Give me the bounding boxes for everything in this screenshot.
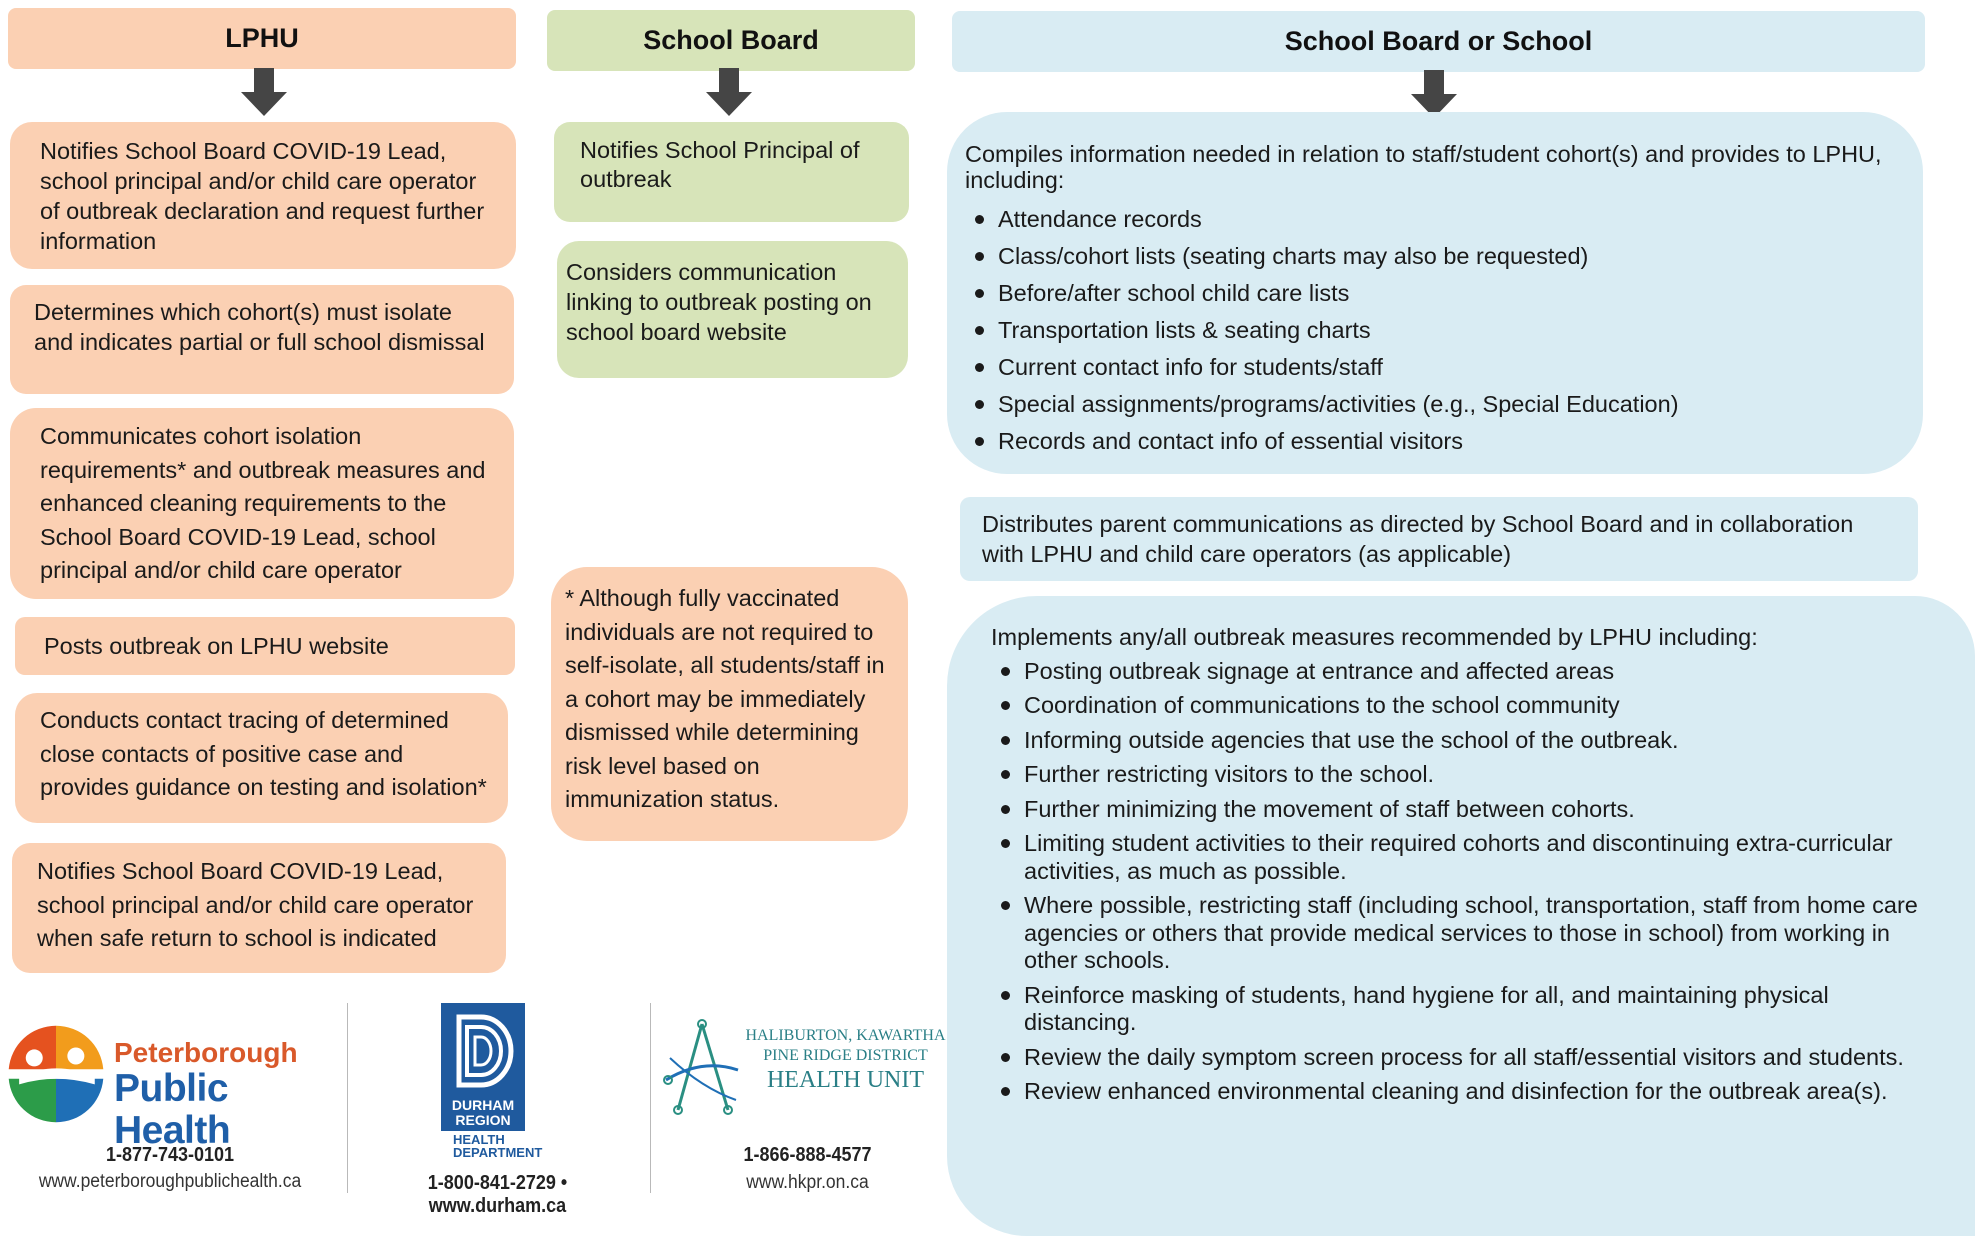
lphu-step-text: Conducts contact tracing of determined c… [40,707,487,800]
lphu-step-notify-outbreak: Notifies School Board COVID-19 Lead, sch… [10,122,516,269]
school-step-parent-communications: Distributes parent communications as dir… [960,497,1918,581]
peterborough-name: Peterborough Public Health [114,1038,354,1152]
bullet-item: Before/after school child care lists [965,275,1903,312]
bullet-item: Review the daily symptom screen process … [991,1044,1935,1072]
hkpr-phone: 1-866-888-4577 [743,1144,872,1166]
peterborough-name-line1: Peterborough [114,1037,298,1068]
school-header: School Board or School [952,11,1925,72]
school-step-implement-measures: Implements any/all outbreak measures rec… [947,596,1975,1236]
hkpr-logo-icon [663,1019,739,1115]
board-step-consider-communication: Considers communication linking to outbr… [557,241,908,378]
logo-divider [347,1003,348,1193]
bullet-item: Current contact info for students/staff [965,349,1903,386]
bullet-item: Where possible, restricting staff (inclu… [991,892,1935,975]
bullet-item: Posting outbreak signage at entrance and… [991,658,1935,686]
parent-comm-text: Distributes parent communications as dir… [982,511,1854,567]
lphu-step-safe-return: Notifies School Board COVID-19 Lead, sch… [12,843,506,973]
hkpr-line2: PINE RIDGE DISTRICT [763,1047,928,1064]
bullet-item: Further minimizing the movement of staff… [991,796,1935,824]
lphu-step-contact-tracing: Conducts contact tracing of determined c… [15,693,508,823]
bullet-item: Review enhanced environmental cleaning a… [991,1078,1935,1106]
durham-dept2: DEPARTMENT [453,1145,543,1160]
lphu-step-text: Determines which cohort(s) must isolate … [34,299,485,355]
lphu-step-post-outbreak: Posts outbreak on LPHU website [15,617,515,675]
bullet-item: Informing outside agencies that use the … [991,727,1935,755]
school-down-arrow-icon [1411,70,1457,118]
lphu-header-label: LPHU [225,23,299,53]
logo-divider [650,1003,651,1193]
peterborough-name-line2: Public Health [114,1067,231,1152]
board-step-text: Notifies School Principal of outbreak [580,137,860,192]
lphu-step-text: Notifies School Board COVID-19 Lead, sch… [37,858,474,951]
school-step-compile-info: Compiles information needed in relation … [947,112,1923,474]
hkpr-line1: HALIBURTON, KAWARTHA [745,1027,946,1044]
hkpr-name: HALIBURTON, KAWARTHA PINE RIDGE DISTRICT… [738,1026,953,1094]
bullet-item: Coordination of communications to the sc… [991,692,1935,720]
hkpr-line3: HEALTH UNIT [766,1067,925,1093]
implement-intro: Implements any/all outbreak measures rec… [991,624,1758,650]
bullet-item: Class/cohort lists (seating charts may a… [965,238,1903,275]
lphu-step-text: Posts outbreak on LPHU website [44,633,389,659]
bullet-item: Records and contact info of essential vi… [965,423,1903,460]
peterborough-logo-icon [6,1024,106,1124]
school-header-label: School Board or School [1284,26,1593,56]
durham-department: HEALTH DEPARTMENT [441,1133,561,1159]
vaccination-footnote: * Although fully vaccinated individuals … [551,567,908,841]
durham-region-logo-icon [441,1003,525,1131]
bullet-item: Attendance records [965,201,1903,238]
school-board-down-arrow-icon [706,68,752,116]
durham-word1: DURHAM [451,1097,515,1113]
school-board-header: School Board [547,10,915,71]
peterborough-url: www.peterboroughpublichealth.ca [38,1171,302,1192]
lphu-header: LPHU [8,8,516,69]
lphu-step-text: Notifies School Board COVID-19 Lead, sch… [40,138,485,254]
lphu-step-communicate-isolation: Communicates cohort isolation requiremen… [10,408,514,599]
implement-list: Posting outbreak signage at entrance and… [991,658,1935,1106]
lphu-step-determine-cohorts: Determines which cohort(s) must isolate … [10,285,514,394]
lphu-step-text: Communicates cohort isolation requiremen… [40,423,486,583]
board-step-text: Considers communication linking to outbr… [566,259,872,345]
compile-intro: Compiles information needed in relation … [965,141,1882,193]
durham-dept1: HEALTH [453,1132,505,1147]
school-board-header-label: School Board [643,25,819,55]
durham-contact: 1-800-841-2729 • www.durham.ca [427,1172,568,1217]
board-step-notify-principal: Notifies School Principal of outbreak [554,122,909,222]
footnote-text: * Although fully vaccinated individuals … [565,585,885,812]
hkpr-url: www.hkpr.on.ca [746,1172,869,1193]
bullet-item: Reinforce masking of students, hand hygi… [991,982,1935,1037]
bullet-item: Limiting student activities to their req… [991,830,1935,885]
durham-word2: REGION [455,1112,511,1128]
peterborough-phone: 1-877-743-0101 [105,1144,235,1166]
bullet-item: Special assignments/programs/activities … [965,386,1903,423]
bullet-item: Transportation lists & seating charts [965,312,1903,349]
bullet-item: Further restricting visitors to the scho… [991,761,1935,789]
durham-name: DURHAM REGION [441,1098,525,1128]
lphu-down-arrow-icon [241,68,287,116]
